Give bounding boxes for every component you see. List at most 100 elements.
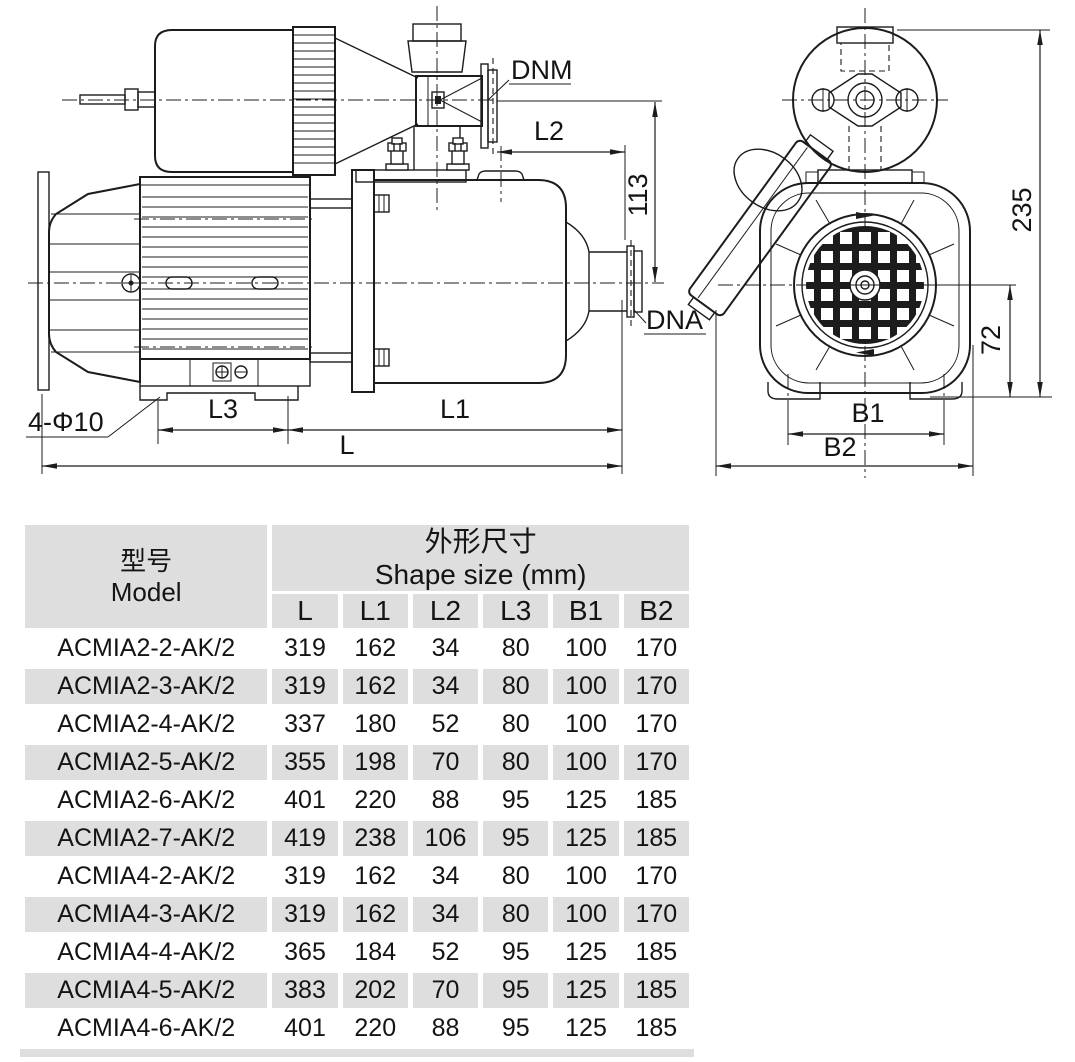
- table-cutoff-row: [20, 1049, 694, 1058]
- value-cell: 170: [623, 745, 689, 781]
- flange-bolt-right: [446, 137, 470, 171]
- value-cell: 100: [553, 745, 619, 781]
- value-cell: 80: [483, 669, 549, 705]
- value-cell: 100: [553, 707, 619, 743]
- pressure-switch-side: [687, 133, 835, 321]
- value-cell: 401: [272, 1011, 338, 1047]
- value-cell: 170: [623, 631, 689, 667]
- mounting-pad: [355, 169, 467, 183]
- label-72: 72: [976, 325, 1006, 355]
- end-view-dimensions: 235 72 B1 B2: [715, 29, 1052, 476]
- value-cell: 106: [412, 821, 479, 857]
- label-l3: L3: [208, 394, 238, 424]
- table-row: ACMIA4-6-AK/2 401 220 88 95 125 185: [25, 1011, 689, 1047]
- value-cell: 125: [553, 935, 619, 971]
- label-b1: B1: [851, 398, 884, 428]
- value-cell: 180: [342, 707, 408, 743]
- table-row: ACMIA2-7-AK/2 419 238 106 95 125 185: [25, 821, 689, 857]
- value-cell: 185: [623, 973, 689, 1009]
- value-cell: 34: [412, 859, 479, 895]
- value-cell: 125: [553, 783, 619, 819]
- housing-spokes: [775, 199, 955, 371]
- value-cell: 95: [483, 783, 549, 819]
- value-cell: 125: [553, 973, 619, 1009]
- value-cell: 88: [412, 1011, 479, 1047]
- table-row: ACMIA2-3-AK/2 319 162 34 80 100 170: [25, 669, 689, 705]
- value-cell: 34: [412, 669, 479, 705]
- value-cell: 185: [623, 935, 689, 971]
- guard-plate: [37, 171, 50, 391]
- cone-bottom-line: [334, 123, 419, 165]
- value-cell: 162: [342, 897, 408, 933]
- table-row: ACMIA4-2-AK/2 319 162 34 80 100 170: [25, 859, 689, 895]
- dimension-table-section: 型号 Model 外形尺寸 Shape size (mm) L L1 L2 L3…: [0, 522, 1075, 1058]
- top-port: [476, 170, 525, 181]
- value-cell: 95: [483, 821, 549, 857]
- table-body: ACMIA2-2-AK/2 319 162 34 80 100 170 ACMI…: [25, 631, 689, 1047]
- value-cell: 220: [342, 1011, 408, 1047]
- side-view-dimensions: DNM L2 113 DNA 4-Φ10 L3 L1: [26, 55, 706, 474]
- value-cell: 170: [623, 859, 689, 895]
- value-cell: 80: [483, 745, 549, 781]
- value-cell: 100: [553, 631, 619, 667]
- value-cell: 80: [483, 631, 549, 667]
- value-cell: 202: [342, 973, 408, 1009]
- model-cell: ACMIA2-7-AK/2: [25, 821, 268, 857]
- label-dnm: DNM: [511, 55, 573, 85]
- model-cell: ACMIA4-4-AK/2: [25, 935, 268, 971]
- value-cell: 319: [272, 859, 338, 895]
- value-cell: 34: [412, 897, 479, 933]
- label-235: 235: [1007, 187, 1037, 232]
- value-cell: 162: [342, 631, 408, 667]
- tee-fitting: [355, 75, 483, 183]
- model-header-zh: 型号: [120, 545, 173, 576]
- value-cell: 162: [342, 859, 408, 895]
- col-header-l: L: [272, 594, 338, 629]
- value-cell: 365: [272, 935, 338, 971]
- cone-top-line: [334, 37, 419, 79]
- value-cell: 95: [483, 1011, 549, 1047]
- value-cell: 355: [272, 745, 338, 781]
- table-row: ACMIA2-4-AK/2 337 180 52 80 100 170: [25, 707, 689, 743]
- model-column-header: 型号 Model: [25, 525, 268, 629]
- end-view: 235 72 B1 B2: [687, 8, 1052, 478]
- value-cell: 70: [412, 973, 479, 1009]
- label-dna: DNA: [646, 305, 703, 335]
- value-cell: 220: [342, 783, 408, 819]
- value-cell: 319: [272, 669, 338, 705]
- pressure-controller: [407, 23, 467, 73]
- value-cell: 162: [342, 669, 408, 705]
- value-cell: 170: [623, 669, 689, 705]
- table-row: ACMIA4-5-AK/2 383 202 70 95 125 185: [25, 973, 689, 1009]
- value-cell: 70: [412, 745, 479, 781]
- table-row: ACMIA2-5-AK/2 355 198 70 80 100 170: [25, 745, 689, 781]
- value-cell: 319: [272, 897, 338, 933]
- pump-casing: [309, 169, 627, 393]
- value-cell: 100: [553, 897, 619, 933]
- motor-base-band: [139, 358, 311, 387]
- vent-arrow-bottom: [856, 349, 874, 356]
- model-cell: ACMIA4-5-AK/2: [25, 973, 268, 1009]
- label-l: L: [339, 430, 354, 460]
- label-l1: L1: [440, 394, 470, 424]
- table-row: ACMIA4-3-AK/2 319 162 34 80 100 170: [25, 897, 689, 933]
- value-cell: 185: [623, 1011, 689, 1047]
- table-row: ACMIA4-4-AK/2 365 184 52 95 125 185: [25, 935, 689, 971]
- label-113: 113: [623, 173, 653, 216]
- pump-flange: [351, 169, 375, 393]
- model-cell: ACMIA2-6-AK/2: [25, 783, 268, 819]
- value-cell: 383: [272, 973, 338, 1009]
- flange-bolt-left: [385, 137, 409, 171]
- model-cell: ACMIA4-2-AK/2: [25, 859, 268, 895]
- motor-body: [139, 176, 311, 360]
- tank-flange: [828, 73, 902, 127]
- value-cell: 238: [342, 821, 408, 857]
- value-cell: 170: [623, 707, 689, 743]
- tank-ribs: [293, 34, 335, 164]
- value-cell: 170: [623, 897, 689, 933]
- value-cell: 185: [623, 821, 689, 857]
- header-row-group: 型号 Model 外形尺寸 Shape size (mm): [25, 525, 689, 629]
- pump-technical-drawing: DNM L2 113 DNA 4-Φ10 L3 L1: [26, 6, 1052, 478]
- size-group-header: 外形尺寸 Shape size (mm): [272, 525, 689, 592]
- value-cell: 198: [342, 745, 408, 781]
